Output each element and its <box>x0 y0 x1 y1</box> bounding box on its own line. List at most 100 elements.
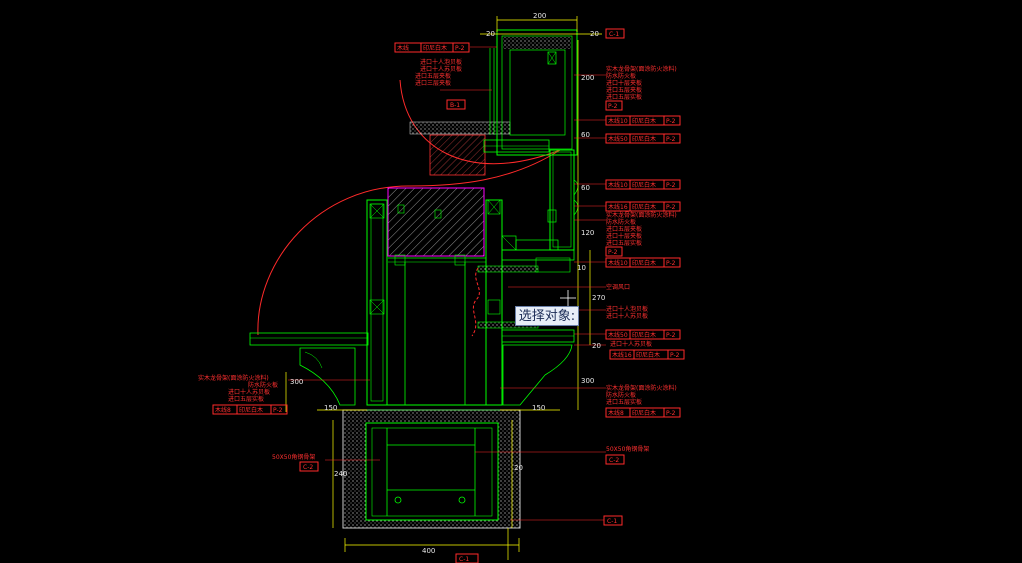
right-tag-row-4: 木线16 印尼白木 P-2 <box>605 201 681 212</box>
svg-text:印尼白木: 印尼白木 <box>239 406 263 414</box>
dim-top-right: 20 <box>590 30 599 38</box>
hatched-beam-top <box>429 134 486 176</box>
upper-box-inner <box>509 49 566 136</box>
right-tag-row-1: 木线10 印尼白木 P-2 <box>605 115 681 126</box>
crosshair-cursor <box>560 290 576 306</box>
svg-text:进口五层实板: 进口五层实板 <box>228 395 264 403</box>
svg-text:P-2: P-2 <box>666 204 676 211</box>
hatched-column <box>387 187 485 257</box>
bottom-tag: C-1 <box>459 556 469 563</box>
dim-bottom-width: 400 <box>422 547 435 555</box>
right-notes-low: 进口十人泡贝板 进口十人苏贝板 <box>606 305 648 320</box>
right-fascia <box>549 149 575 251</box>
upper-box-outer <box>496 29 578 156</box>
concrete-slab-top <box>409 121 511 135</box>
svg-text:木线8: 木线8 <box>215 406 231 414</box>
svg-text:防水防火板: 防水防火板 <box>606 72 636 80</box>
svg-text:P-2: P-2 <box>666 260 676 267</box>
right-cornice <box>502 344 573 406</box>
svg-text:木线10: 木线10 <box>608 259 628 267</box>
top-right-tag: C-1 <box>609 31 619 38</box>
left-tags-low: 木线8 印尼白木 P-2 <box>212 404 288 415</box>
svg-text:P-2: P-2 <box>666 332 676 339</box>
dim-right-7: 20 <box>592 342 601 350</box>
break-line <box>471 267 480 337</box>
right-tag-row-3: 木线10 印尼白木 P-2 <box>605 179 681 190</box>
top-left-tags: 木线 印尼白木 P-2 <box>394 42 470 53</box>
svg-text:木线10: 木线10 <box>608 117 628 125</box>
svg-text:木线8: 木线8 <box>608 409 624 417</box>
dimension-lines <box>285 16 602 560</box>
svg-text:印尼白木: 印尼白木 <box>632 117 656 125</box>
svg-text:木线16: 木线16 <box>612 351 632 359</box>
right-notes-low3: 实木龙骨架(面涂防火涂料) 防水防火板 进口五层实板 <box>606 384 677 406</box>
svg-text:P-2: P-2 <box>666 410 676 417</box>
bottom-right-tag: C-1 <box>607 518 617 525</box>
dim-left-1: 300 <box>290 378 303 386</box>
left-notes: 进口十人泡贝板 进口十人苏贝板 进口五层夹板 进口三层夹板 <box>415 58 462 87</box>
dim-right-4: 120 <box>581 229 594 237</box>
dim-right-1: 200 <box>581 74 594 82</box>
svg-text:印尼白木: 印尼白木 <box>632 203 656 211</box>
right-steel-tag: C-2 <box>609 457 619 464</box>
left-tag-b1: B-1 <box>450 102 460 109</box>
svg-text:进口十人苏贝板: 进口十人苏贝板 <box>420 65 462 73</box>
svg-text:木线10: 木线10 <box>608 181 628 189</box>
left-notes-low: 实木龙骨架(面涂防火涂料) 防水防火板 进口十人苏贝板 进口五层实板 <box>198 374 278 403</box>
dim-right-8: 300 <box>581 377 594 385</box>
right-tag-row-5: 木线10 印尼白木 P-2 <box>605 257 681 268</box>
svg-text:印尼白木: 印尼白木 <box>423 44 447 52</box>
svg-text:进口十人苏贝板: 进口十人苏贝板 <box>606 312 648 320</box>
svg-text:防水防火板: 防水防火板 <box>606 218 636 226</box>
air-vent-label: 空调风口 <box>606 283 630 291</box>
dim-top-left: 20 <box>486 30 495 38</box>
svg-text:木线50: 木线50 <box>608 331 628 339</box>
upper-box-hatch-top <box>503 37 571 49</box>
svg-text:印尼白木: 印尼白木 <box>632 135 656 143</box>
svg-text:木线: 木线 <box>397 44 409 52</box>
svg-text:P-2: P-2 <box>273 407 283 414</box>
svg-text:木线16: 木线16 <box>608 203 628 211</box>
svg-text:进口五层夹板: 进口五层夹板 <box>606 225 642 233</box>
svg-text:进口十人泡贝板: 进口十人泡贝板 <box>420 58 462 66</box>
svg-text:进口五层夹板: 进口五层夹板 <box>606 86 642 94</box>
right-tag-row-8: 木线8 印尼白木 P-2 <box>605 407 681 418</box>
svg-text:实木龙骨架(面涂防火涂料): 实木龙骨架(面涂防火涂料) <box>606 384 677 392</box>
svg-text:P-2: P-2 <box>666 136 676 143</box>
svg-text:印尼白木: 印尼白木 <box>632 409 656 417</box>
svg-text:进口五层夹板: 进口五层夹板 <box>415 72 451 80</box>
svg-text:P-2: P-2 <box>666 182 676 189</box>
leader-lines <box>288 46 606 521</box>
svg-text:进口十人苏贝板: 进口十人苏贝板 <box>228 388 270 396</box>
dim-left-2: 240 <box>334 470 347 478</box>
right-tag-row-7: 木线16 印尼白木 P-2 <box>609 349 685 360</box>
svg-text:P-2: P-2 <box>608 103 618 110</box>
right-notes-top: 实木龙骨架(面涂防火涂料) 防水防火板 进口十层夹板 进口五层夹板 进口五层实板… <box>605 65 677 111</box>
svg-text:印尼白木: 印尼白木 <box>632 331 656 339</box>
svg-text:P-2: P-2 <box>666 118 676 125</box>
right-notes-mid: 实木龙骨架(面涂防火涂料) 防水防火板 进口五层夹板 进口十层夹板 进口五层实板… <box>605 211 677 257</box>
svg-text:P-2: P-2 <box>608 249 618 256</box>
left-steel-tag: C-2 <box>303 464 313 471</box>
right-notes-low2: 进口十人苏贝板 <box>610 340 652 348</box>
base-inner <box>365 422 499 521</box>
svg-text:防水防火板: 防水防火板 <box>606 391 636 399</box>
svg-text:实木龙骨架(面涂防火涂料): 实木龙骨架(面涂防火涂料) <box>606 65 677 73</box>
svg-text:实木龙骨架(面涂防火涂料): 实木龙骨架(面涂防火涂料) <box>606 211 677 219</box>
svg-text:P-2: P-2 <box>670 352 680 359</box>
dim-top-width: 200 <box>533 12 546 20</box>
svg-text:进口十层夹板: 进口十层夹板 <box>606 232 642 240</box>
main-frame-right <box>485 199 503 406</box>
svg-text:进口五层实板: 进口五层实板 <box>606 398 642 406</box>
dim-bottom-left: 150 <box>324 404 337 412</box>
svg-text:P-2: P-2 <box>455 45 465 52</box>
dim-right-2: 60 <box>581 131 590 139</box>
svg-text:防水防火板: 防水防火板 <box>248 381 278 389</box>
svg-text:进口五层实板: 进口五层实板 <box>606 239 642 247</box>
right-steel-label: 50X50角钢骨架 <box>606 445 649 453</box>
dim-right-6: 270 <box>592 294 605 302</box>
select-object-tooltip: 选择对象: <box>515 306 579 326</box>
cornice-arc <box>257 149 561 336</box>
